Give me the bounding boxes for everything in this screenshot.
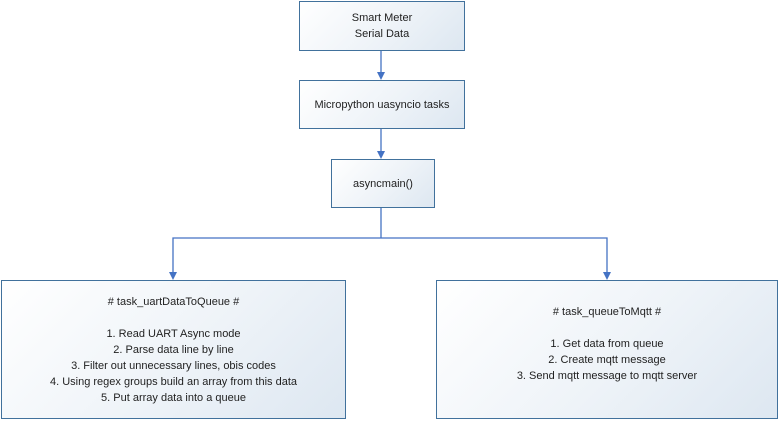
uart-task-node: # task_uartDataToQueue # 1. Read UART As… [1, 280, 346, 419]
smart-meter-node: Smart Meter Serial Data [299, 1, 465, 51]
asyncmain-node: asyncmain() [331, 159, 435, 208]
smart-meter-line-1: Smart Meter [351, 12, 413, 24]
mqtt-task-node: # task_queueToMqtt # 1. Get data from qu… [436, 280, 778, 419]
arrow-asyncmain-to-uart-task [169, 237, 381, 280]
uart-task-step: 3. Filter out unnecessary lines, obis co… [71, 360, 276, 372]
uart-task-step: 5. Put array data into a queue [101, 392, 246, 404]
mqtt-task-step: 3. Send mqtt message to mqtt server [516, 370, 698, 382]
uasyncio-tasks-node: Micropython uasyncio tasks [299, 80, 465, 129]
uart-task-step: 4. Using regex groups build an array fro… [49, 376, 298, 388]
asyncmain-label: asyncmain() [353, 177, 413, 190]
mqtt-task-step: 1. Get data from queue [550, 338, 664, 350]
arrow-asyncmain-to-mqtt-task [381, 237, 611, 280]
mqtt-task-heading: # task_queueToMqtt # [552, 306, 662, 318]
uasyncio-tasks-label: Micropython uasyncio tasks [314, 98, 450, 111]
mqtt-task-step: 2. Create mqtt message [548, 354, 666, 366]
uart-task-step: 2. Parse data line by line [113, 344, 234, 356]
smart-meter-line-2: Serial Data [354, 28, 410, 40]
uart-task-step: 1. Read UART Async mode [106, 328, 241, 340]
uart-task-heading: # task_uartDataToQueue # [107, 296, 240, 308]
